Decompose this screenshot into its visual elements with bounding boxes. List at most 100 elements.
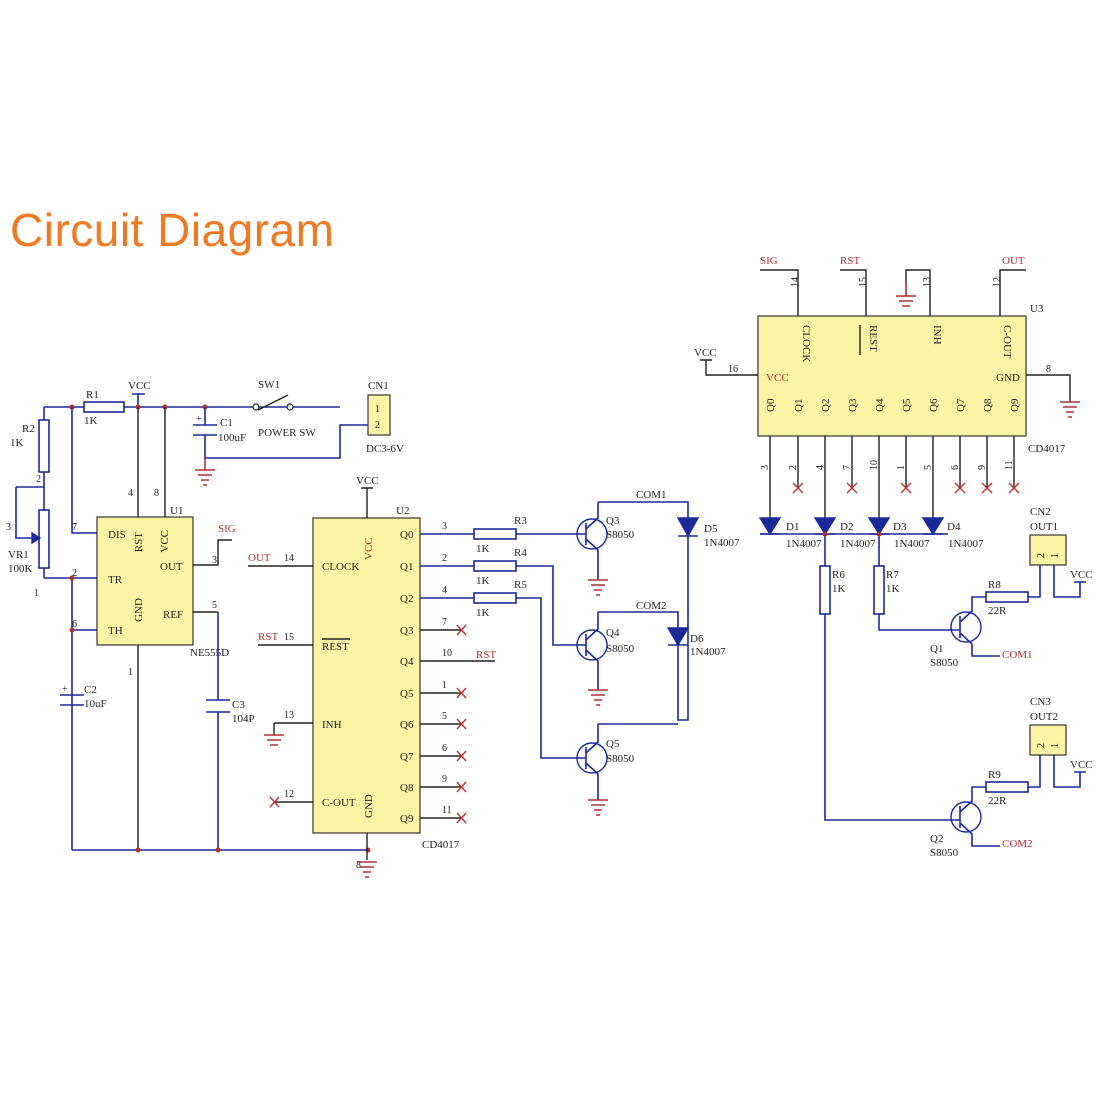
u1-pin2: 2 [72, 568, 77, 579]
junction-dot [69, 575, 75, 581]
no-connect-mark [456, 687, 467, 699]
vr1-pin3: 3 [6, 522, 11, 533]
cn2-pin1: 1 [1050, 553, 1061, 558]
q5-ref: Q5 [606, 738, 620, 750]
u1-vcc: VCC [159, 530, 171, 553]
u1-pin3: 3 [212, 555, 217, 566]
transistor-q2: Q2 S8050 COM2 [930, 786, 1033, 859]
q2-value: S8050 [930, 847, 959, 859]
u3-q5-label: Q5 [901, 398, 913, 412]
resistor-r9 [985, 781, 1029, 793]
cn2-ref: CN2 [1030, 506, 1051, 518]
no-connect-mark [792, 482, 804, 494]
u3-q6-pin: 5 [923, 465, 934, 470]
cn1-value: DC3-6V [366, 443, 404, 455]
r6-value: 1K [832, 583, 846, 595]
u2-q0-pin: 3 [442, 521, 447, 532]
sw1-ref: SW1 [258, 379, 280, 391]
vcc-label-cn2: VCC [1070, 569, 1093, 581]
u3-pin13: 13 [922, 277, 933, 287]
c2-ref: C2 [84, 684, 97, 696]
out-net-u3: OUT [1002, 255, 1025, 267]
r9-value: 22R [988, 795, 1007, 807]
u3-clock: CLOCK [800, 325, 812, 362]
u1-tr: TR [108, 574, 123, 586]
vr1-pin1: 1 [34, 588, 39, 599]
no-connect-mark [456, 750, 467, 762]
u3-vcc: VCC [766, 372, 789, 384]
cn2-pin2: 2 [1036, 553, 1047, 558]
u2-q9-label: Q9 [400, 813, 414, 825]
u3-gnd: GND [996, 372, 1020, 384]
d3-ref: D3 [893, 521, 907, 533]
cn1-pin1: 1 [375, 404, 380, 415]
cn2-value: OUT1 [1030, 521, 1058, 533]
u2-q2-label: Q2 [400, 593, 413, 605]
resistor-r6 [819, 565, 831, 615]
diode-d1: D1 1N4007 [758, 517, 822, 550]
cn3-ref: CN3 [1030, 696, 1051, 708]
u2-q7-pin: 6 [442, 743, 447, 754]
cd4017-u2-section: U2 CD4017 VCC VCC GND CLOCK REST INH C-O… [248, 475, 496, 878]
transistor-q5: Q5 S8050 [576, 724, 635, 816]
out-net-u2: OUT [248, 552, 271, 564]
u3-q9-pin: 11 [1004, 460, 1015, 470]
u3-q4-pin: 10 [869, 460, 880, 470]
no-connect-mark [456, 781, 467, 793]
u2-pin14: 14 [284, 553, 294, 564]
u3-q6-label: Q6 [928, 398, 940, 412]
vcc-label-u1: VCC [128, 380, 151, 392]
diode-d6: D6 1N4007 [666, 627, 726, 658]
u2-inh: INH [322, 719, 342, 731]
d1-value: 1N4007 [786, 538, 822, 550]
q1-value: S8050 [930, 657, 959, 669]
u3-q8-pin: 9 [977, 465, 988, 470]
diode-d4: D4 1N4007 [921, 517, 984, 550]
junction-dot [876, 531, 882, 537]
connector-cn1 [367, 394, 391, 436]
u2-cout: C-OUT [322, 797, 356, 809]
connector-cn3 [1029, 724, 1067, 756]
r3-value: 1K [476, 543, 490, 555]
resistor-r4 [473, 560, 517, 572]
com1-net-q1: COM1 [1002, 649, 1033, 661]
c1-plus: + [196, 414, 202, 425]
d1-ref: D1 [786, 521, 799, 533]
r1-value: 1K [84, 415, 98, 427]
no-connect-mark [1008, 482, 1020, 494]
u2-q8-pin: 9 [442, 774, 447, 785]
cn1-ref: CN1 [368, 380, 389, 392]
c3-value: 104P [232, 713, 255, 725]
ic-u3-cd4017 [757, 315, 1027, 437]
u3-cout: C-OUT [1001, 325, 1013, 359]
vr1-pin2: 2 [36, 474, 41, 485]
resistor-r8 [985, 591, 1029, 603]
r5-ref: R5 [514, 579, 527, 591]
d2-value: 1N4007 [840, 538, 876, 550]
sw1-value: POWER SW [258, 427, 316, 439]
r2-ref: R2 [22, 423, 35, 435]
u2-q8-label: Q8 [400, 782, 414, 794]
u2-clock: CLOCK [322, 561, 359, 573]
junction-dot [822, 531, 828, 537]
no-connect-mark [846, 482, 858, 494]
q1-ref: Q1 [930, 643, 943, 655]
u1-rst: RST [133, 532, 145, 552]
r4-value: 1K [476, 575, 490, 587]
u1-out: OUT [160, 561, 183, 573]
u1-pin4: 4 [128, 488, 133, 499]
u2-rest: REST [322, 641, 349, 653]
u3-q1-pin: 2 [788, 465, 799, 470]
no-connect-mark [900, 482, 912, 494]
d4-ref: D4 [947, 521, 961, 533]
transistor-q4: Q4 S8050 [576, 612, 635, 706]
u2-q1-label: Q1 [400, 561, 413, 573]
vcc-label-cn3: VCC [1070, 759, 1093, 771]
r4-ref: R4 [514, 547, 527, 559]
ic-u1-ne555 [96, 516, 194, 646]
u3-q2-label: Q2 [820, 399, 832, 412]
u1-gnd: GND [133, 598, 145, 622]
u2-q5-label: Q5 [400, 688, 414, 700]
cn3-value: OUT2 [1030, 711, 1058, 723]
